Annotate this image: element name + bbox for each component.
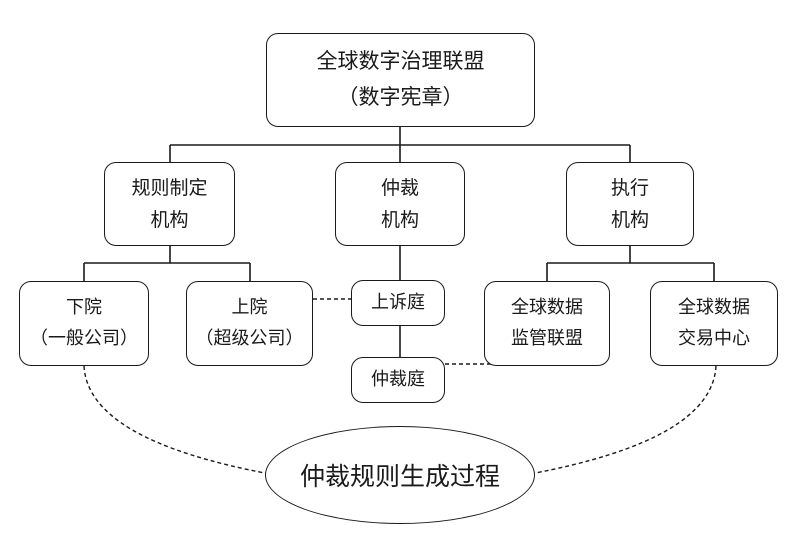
lower-house-node: 下院 （一般公司）	[19, 281, 149, 366]
execution-body-node: 执行 机构	[566, 162, 694, 246]
arbitration-court-node: 仲裁庭	[351, 357, 445, 403]
process-label: 仲裁规则生成过程	[299, 462, 500, 491]
root-subtitle: （数字宪章）	[337, 85, 464, 109]
arbitration-body-node: 仲裁 机构	[335, 162, 465, 246]
arbitration-court-label: 仲裁庭	[371, 368, 425, 390]
data-supervision-line2: 监管联盟	[511, 327, 583, 349]
lower-process-dashed	[83, 365, 271, 475]
process-ellipse: 仲裁规则生成过程	[265, 426, 535, 524]
data-exchange-node: 全球数据 交易中心	[650, 281, 778, 366]
appeal-court-node: 上诉庭	[351, 280, 445, 326]
rule-body-line1: 规则制定	[131, 176, 208, 199]
data-exchange-line1: 全球数据	[678, 296, 750, 318]
root-title: 全球数字治理联盟	[316, 49, 485, 74]
root-node: 全球数字治理联盟 （数字宪章）	[266, 33, 535, 127]
upper-house-line2: （超级公司）	[195, 327, 304, 349]
rule-body-node: 规则制定 机构	[104, 162, 235, 246]
data-exchange-line2: 交易中心	[678, 327, 750, 349]
data-supervision-line1: 全球数据	[511, 296, 583, 318]
upper-house-node: 上院 （超级公司）	[186, 281, 313, 366]
data-supervision-node: 全球数据 监管联盟	[484, 281, 610, 366]
lower-house-line1: 下院	[66, 296, 102, 318]
rule-body-line2: 机构	[150, 209, 189, 231]
execution-body-line2: 机构	[610, 209, 649, 231]
appeal-court-label: 上诉庭	[371, 291, 425, 313]
execution-body-line1: 执行	[610, 176, 649, 199]
lower-house-line2: （一般公司）	[30, 327, 138, 349]
upper-house-line1: 上院	[231, 296, 268, 318]
exchange-process-dashed	[529, 365, 717, 475]
arbitration-body-line1: 仲裁	[380, 176, 419, 199]
arbitration-body-line2: 机构	[380, 209, 419, 231]
